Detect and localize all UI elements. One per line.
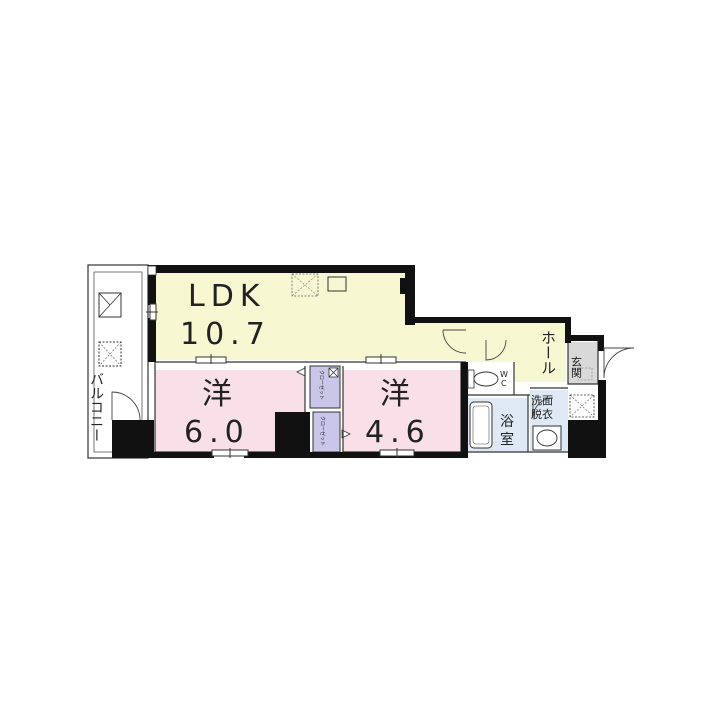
bathtub: [469, 401, 493, 449]
hall-label: ホール: [539, 330, 557, 375]
washroom-label: 洗面 脱衣: [531, 394, 557, 421]
western1-size: 6.0: [184, 415, 250, 450]
window-ticks: [146, 311, 398, 458]
closet-1: [309, 365, 341, 409]
doors: [111, 329, 635, 421]
bath-label-2: 室: [500, 431, 514, 448]
balcony-label: バルコニー: [88, 372, 104, 442]
closet-2: [312, 411, 341, 453]
wc-tank: [467, 369, 475, 389]
wc-bowl: [473, 371, 499, 387]
kitchen-counter-mark: [291, 273, 319, 297]
entrance-label: 玄関: [570, 355, 583, 378]
kitchen-unit-corner: [147, 265, 157, 276]
washroom-label-2: 脱衣: [531, 407, 553, 421]
bath-label: 浴 室: [500, 414, 518, 448]
balcony-unit-1-mark: [98, 292, 122, 318]
wc-label-1: W: [500, 370, 508, 379]
ldk-floor: [155, 273, 466, 360]
wc-label-2: C: [501, 379, 507, 388]
wash-basin-bowl: [536, 429, 558, 447]
wc-label: W C: [500, 370, 510, 388]
western2-size: 4.6: [365, 415, 431, 450]
entrance-step: [577, 367, 593, 381]
western2-floor: [343, 370, 461, 452]
kitchen-counter: [291, 273, 319, 297]
entrance-floor: [568, 342, 598, 384]
washroom-label-1: 洗面: [531, 394, 553, 407]
closet-door-2: [341, 429, 351, 439]
balcony-unit-2-mark: [98, 341, 122, 367]
bath-label-1: 浴: [500, 414, 514, 430]
western1-floor-ext: [155, 370, 275, 452]
kitchen-sink: [327, 276, 347, 292]
closet-1-label: クローゼット: [318, 370, 325, 400]
western2-name: 洋: [380, 377, 416, 412]
western1-name: 洋: [202, 377, 238, 412]
closet-1-sink: [328, 367, 339, 378]
closet-2-label: クローゼット: [319, 416, 326, 446]
ldk-size: 10.7: [180, 317, 271, 352]
ldk-name: LDK: [188, 279, 266, 314]
bathtub-inner: [472, 405, 490, 445]
washer-space-mark: [569, 394, 595, 418]
